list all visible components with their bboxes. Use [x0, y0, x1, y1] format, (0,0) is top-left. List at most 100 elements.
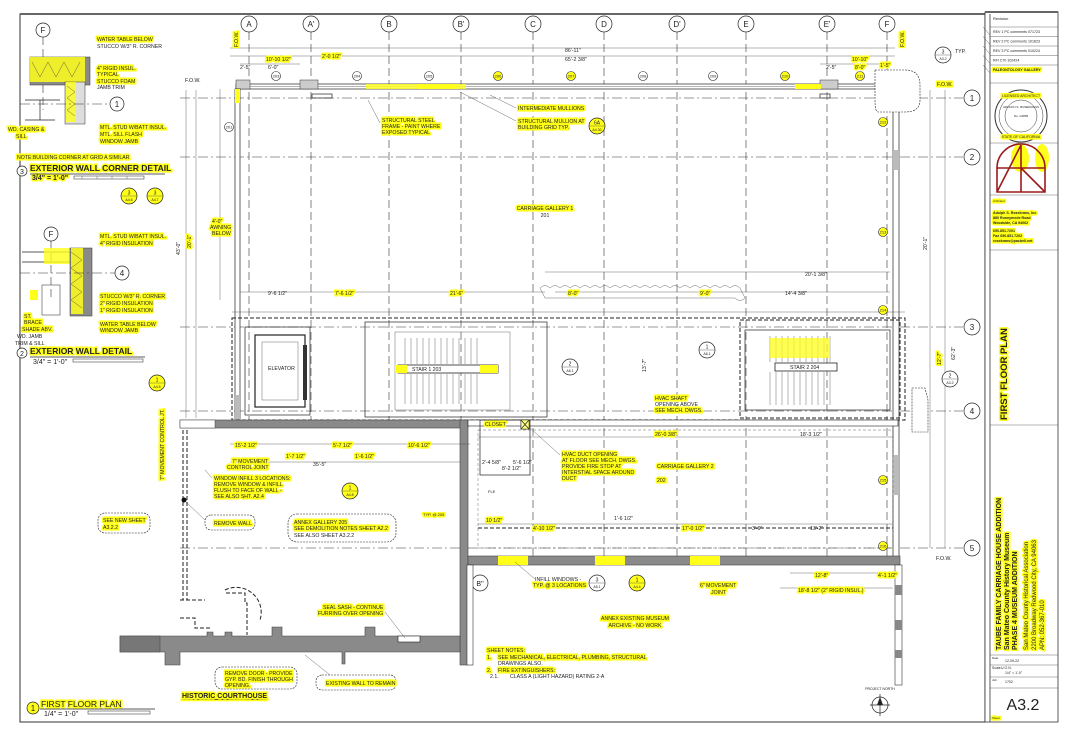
- dim-low9: 2'-4 5/8": [482, 460, 501, 466]
- side-tag-number: 214: [880, 308, 887, 313]
- detail3-label: TYPICAL: [97, 72, 119, 78]
- room-gallery-2-number: 202: [657, 478, 666, 484]
- door-tag: [493, 71, 503, 81]
- client-line: APN: 052-367-010: [1040, 600, 1046, 650]
- door-tag: [424, 71, 434, 81]
- sheet-note-21-number: 2.1.: [490, 674, 499, 680]
- grid-column-label: E': [824, 20, 831, 29]
- dim-vert2-right: 20'-1": [923, 237, 929, 250]
- detail3-title: EXTERIOR WALL CORNER DETAIL: [30, 163, 171, 173]
- grid-row-label: 3: [970, 323, 975, 332]
- room-gallery-1-number: 201: [541, 213, 550, 219]
- note-hvac-shaft-3: SEE MECH. DWGS.: [655, 408, 703, 414]
- grid-column-bubble: [380, 15, 398, 33]
- note-remove-door-2: GYP. BD. FINISH THROUGH: [225, 677, 293, 683]
- job-label: Job: [992, 678, 997, 682]
- detail3-ref-a4-6-number: 3: [128, 191, 131, 197]
- remove-wall-cloud: [204, 514, 256, 531]
- grid-column-label: A': [308, 20, 315, 29]
- grid-row-label: 1: [970, 94, 975, 103]
- detail3-label: MTL. SILL FLASH: [100, 132, 142, 138]
- contact-line: 650.851.7201: [993, 229, 1015, 233]
- remove-door-cloud: [214, 666, 298, 690]
- callout-6a-ref: A4.30: [592, 128, 601, 132]
- dimension-labels: 86'-11" 65'-2 3/8" 10'-10 1/2" 6'-0" 2'-…: [176, 30, 957, 596]
- note-steel-2: FRAME - PAINT WHERE: [382, 124, 441, 130]
- note-annex-2: SEE DEMOLITION NOTES SHEET A2.2: [294, 526, 388, 532]
- detail2-title: EXTERIOR WALL DETAIL: [30, 346, 132, 356]
- sheet-label: Sheet: [992, 716, 1000, 720]
- detail3-label: SILL: [16, 134, 27, 140]
- callout-3-a5-1-number: 3: [596, 578, 599, 584]
- dim-left-b: 2'-0 1/2": [322, 54, 341, 60]
- note-steel-3: EXPOSED TYPICAL: [382, 130, 430, 136]
- fow-left: F.O.W.: [185, 78, 201, 84]
- note-infill-3: FLUSH TO FACE OF WALL -: [214, 488, 282, 494]
- grid-column-label: E: [743, 20, 748, 29]
- detail2-number: 2: [20, 351, 24, 358]
- side-tag-number: 201: [226, 125, 233, 130]
- note-hvac-duct-1: HVAC DUCT OPENING: [562, 452, 617, 458]
- grid-column-label: F: [885, 20, 890, 29]
- dim-vert5: 13'-7": [642, 359, 648, 372]
- room-gallery-2: CARRIAGE GALLERY 2: [657, 464, 714, 470]
- door-tag: [638, 71, 648, 81]
- note-movement-vertical: 7" MOVEMENT CONTROL JT.: [160, 409, 166, 480]
- client-line: 2200 Broadway Redwood City, CA 94063: [1032, 539, 1038, 650]
- revision-item: REV 2 PC comments 101623: [993, 40, 1040, 44]
- fow-top-left: F.O.W.: [234, 31, 240, 47]
- sheet-note-21: CLASS A (LIGHT HAZARD) RATING 2-A: [510, 674, 605, 680]
- callout-2-a6-1-ref: A6.1: [566, 369, 573, 373]
- grid-column-bubble: [737, 15, 755, 33]
- door-tag: [566, 71, 576, 81]
- dim-mid7: 9'-0": [700, 291, 710, 297]
- architect-line: Woodside, CA 94062: [993, 221, 1028, 225]
- note-infill-1: WINDOW INFILL 3 LOCATIONS:: [214, 476, 290, 482]
- door-tag-number: 203: [273, 74, 280, 79]
- existing-wall-cloud: [315, 674, 397, 691]
- note-remove-wall: REMOVE WALL: [214, 521, 252, 527]
- note-structural-mullion-2: BUILDING GRID TYP.: [518, 125, 569, 131]
- dim-mid4: 20'-1 3/8": [805, 272, 827, 278]
- dim-low1: 15'-2 1/2": [235, 443, 257, 449]
- note-hvac-duct-5: DUCT: [562, 476, 577, 482]
- fow-top-right: F.O.W.: [900, 31, 906, 47]
- dim-sub: 65'-2 3/8": [565, 57, 587, 63]
- callout-1-a4-8-number: 1: [349, 486, 352, 492]
- date-label: Date: [992, 656, 999, 660]
- note-typ: TYP.: [955, 49, 966, 55]
- detail2-label: STUCCO W/3" R. CORNER: [100, 294, 165, 300]
- detail3-label: STUCCO FOAM: [97, 79, 135, 85]
- scale-value-2: 1/4" = 1'-0": [1005, 671, 1023, 675]
- note-hvac-duct-2: AT FLOOR SEE MECH. DWGS.: [562, 458, 636, 464]
- dim-low15: 17'-0 1/2": [682, 526, 704, 532]
- detail3-ref-a4-7-number: 3: [154, 191, 157, 197]
- note-annex-3: SEE ALSO SHEET A3.2.2: [294, 533, 354, 539]
- historic-courthouse-label: HISTORIC COURTHOUSE: [182, 693, 267, 700]
- note-awning-3: BELOW: [212, 231, 231, 237]
- grid-column-label: D: [601, 20, 607, 29]
- grid-column-label: B': [458, 20, 465, 29]
- project-line: TAUBE FAMILY CARRIAGE HOUSE ADDITION: [996, 498, 1003, 650]
- dim-low11: 8'-2 1/2": [502, 466, 521, 472]
- grid-column-label: D': [673, 20, 681, 29]
- note-infill-windows-1: INFILL WINDOWS -: [535, 577, 581, 583]
- detail3-label: WINDOW JAMB: [100, 139, 139, 145]
- note-awning-1: 4'-0": [212, 219, 222, 225]
- dim-low12: 10 1/2": [486, 518, 502, 524]
- note-movement-2: CONTROL JOINT: [227, 465, 269, 471]
- dim-low6: 1'-6 1/2": [355, 454, 374, 460]
- date-value: 12-09-22: [1005, 659, 1019, 663]
- detail2-label: WINDOW JAMB: [100, 328, 139, 334]
- grid-row-label: 4: [970, 407, 975, 416]
- note-awning-2: AWNING: [210, 225, 231, 231]
- building-walls: [119, 47, 946, 686]
- dim-low5: 1'-7 1/2": [286, 454, 305, 460]
- room-annex-museum: ANNEX EXISTING MUSEUM: [601, 616, 669, 622]
- architect-line: 880 Runnymede Road: [993, 216, 1031, 220]
- dim-low18: 12'-8": [815, 573, 828, 579]
- plan-notes: INTERMEDIATE MULLIONS STRUCTURAL MULLION…: [97, 49, 966, 691]
- detail3-ref-a4-7-ref: A4.7: [151, 198, 158, 202]
